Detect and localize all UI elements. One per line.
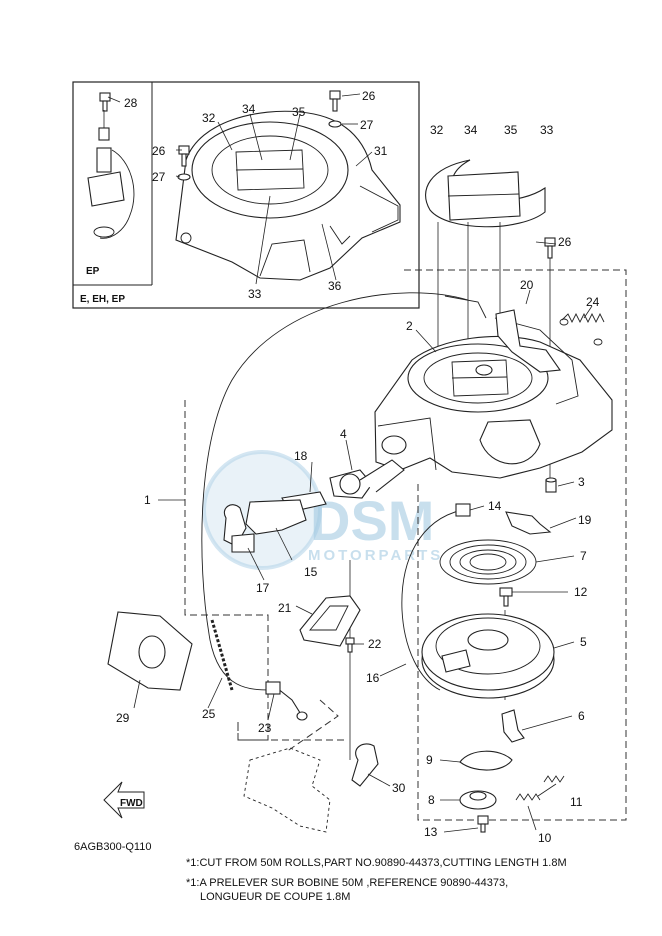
- label-28: 28: [124, 96, 138, 110]
- footnote-line-1: *1:CUT FROM 50M ROLLS,PART NO.90890-4437…: [186, 857, 567, 869]
- screw-13: [477, 815, 489, 833]
- leader-lines: [107, 93, 593, 833]
- spring-24: [559, 312, 605, 346]
- label-36: 36: [328, 279, 342, 293]
- label-32-main: 32: [430, 123, 444, 137]
- label-21: 21: [278, 601, 292, 615]
- inset-washer-27-right: [328, 120, 342, 128]
- sheave-drum-5: [421, 613, 555, 699]
- label-26-inset-right: 26: [362, 89, 376, 103]
- drive-plate-9: [459, 750, 513, 771]
- label-8: 8: [428, 793, 435, 807]
- collar-3: [545, 477, 557, 493]
- label-33-inset: 33: [248, 287, 262, 301]
- label-14: 14: [488, 499, 502, 513]
- label-24: 24: [586, 295, 600, 309]
- mount-reference: [243, 747, 331, 833]
- label-34-main: 34: [464, 123, 478, 137]
- label-35-inset: 35: [292, 105, 306, 119]
- label-19: 19: [578, 513, 592, 527]
- recoil-spring-7: [439, 539, 537, 585]
- label-15: 15: [304, 565, 318, 579]
- label-13: 13: [424, 825, 438, 839]
- diagram-code: 6AGB300-Q110: [74, 841, 152, 853]
- label-20: 20: [520, 278, 534, 292]
- label-35-main: 35: [504, 123, 518, 137]
- stop-switch-assembly: [223, 459, 405, 553]
- footnote-line-2: *1:A PRELEVER SUR BOBINE 50M ,REFERENCE …: [186, 877, 509, 889]
- label-7: 7: [580, 549, 587, 563]
- label-33-main: 33: [540, 123, 554, 137]
- label-2: 2: [406, 319, 413, 333]
- label-30: 30: [392, 781, 406, 795]
- screw-22: [345, 637, 355, 653]
- footnote-line-3: LONGUEUR DE COUPE 1.8M: [200, 891, 351, 903]
- pin-19: [505, 511, 552, 535]
- label-11: 11: [570, 795, 583, 809]
- hook-30: [351, 743, 379, 787]
- watermark-brand: DSM: [310, 489, 434, 552]
- fwd-arrow-icon: [103, 781, 145, 819]
- plate-8: [459, 790, 497, 810]
- fwd-label: FWD: [120, 798, 143, 809]
- label-26-main: 26: [558, 235, 572, 249]
- bolt-12: [499, 587, 513, 607]
- label-29: 29: [116, 711, 130, 725]
- label-6: 6: [578, 709, 585, 723]
- bolt-26-main: [544, 237, 556, 259]
- label-17: 17: [256, 581, 270, 595]
- inset-bolt-26-right: [329, 90, 341, 112]
- inset-washer-27-left: [177, 173, 191, 181]
- label-3: 3: [578, 475, 585, 489]
- spring-10: [515, 793, 541, 801]
- label-16: 16: [366, 671, 380, 685]
- label-18: 18: [294, 449, 308, 463]
- part-labels: 28 26 27 32 34 35 26 27 31 33 36 32 34 3…: [116, 89, 600, 845]
- label-22: 22: [368, 637, 382, 651]
- spring-11: [543, 775, 565, 783]
- inset-starter-cover: [175, 110, 401, 281]
- label-32-inset: 32: [202, 111, 216, 125]
- ep-bracket-assembly: [87, 92, 135, 239]
- label-1: 1: [144, 493, 151, 507]
- label-23: 23: [258, 721, 272, 735]
- label-10: 10: [538, 831, 552, 845]
- bracket-21: [299, 595, 361, 647]
- label-34-inset: 34: [242, 102, 256, 116]
- lever-20: [495, 309, 561, 373]
- pawl-6: [501, 709, 525, 743]
- inset-box: EP E, EH, EP: [72, 81, 420, 309]
- starter-rope: [401, 503, 471, 691]
- label-27-inset-right: 27: [360, 118, 374, 132]
- label-5: 5: [580, 635, 587, 649]
- cover-plate-29: [107, 611, 193, 691]
- inset-variant-ep: EP: [86, 266, 100, 277]
- watermark-tagline: MOTORPARTS: [308, 547, 443, 564]
- decal-set: [425, 159, 546, 228]
- label-9: 9: [426, 753, 433, 767]
- label-12: 12: [574, 585, 588, 599]
- inset-variant-models: E, EH, EP: [80, 294, 125, 305]
- label-31: 31: [374, 144, 388, 158]
- fitting-23: [265, 681, 281, 695]
- label-26-inset-left: 26: [152, 144, 166, 158]
- starter-housing: [374, 317, 613, 479]
- mount-outline: [237, 699, 339, 753]
- label-27-inset-left: 27: [152, 170, 166, 184]
- label-25: 25: [202, 707, 216, 721]
- label-4: 4: [340, 427, 347, 441]
